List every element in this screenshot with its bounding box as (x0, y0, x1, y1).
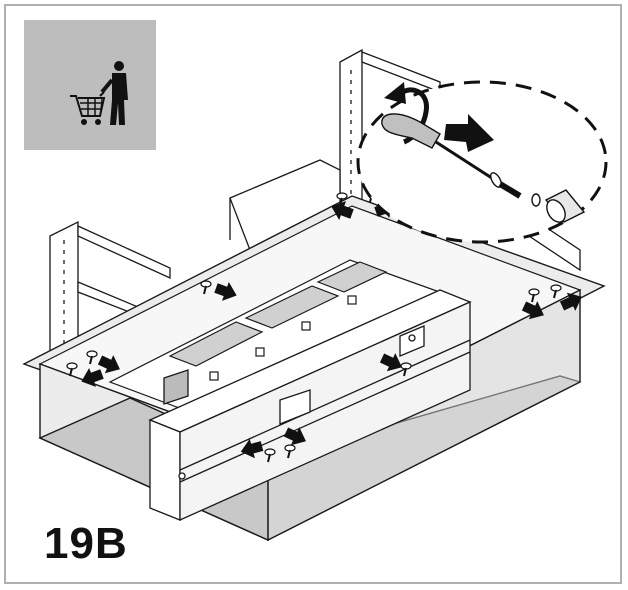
unscrew-detail-callout (356, 80, 608, 244)
driver-tray (148, 289, 472, 522)
right-support-bracket (339, 48, 581, 272)
back-housing (229, 159, 341, 251)
shopping-cart-badge (24, 20, 156, 150)
screwdriver-unscrew-icon (381, 82, 586, 223)
person-with-shopping-cart-icon (70, 61, 128, 125)
step-number-label: 19B (44, 519, 128, 568)
